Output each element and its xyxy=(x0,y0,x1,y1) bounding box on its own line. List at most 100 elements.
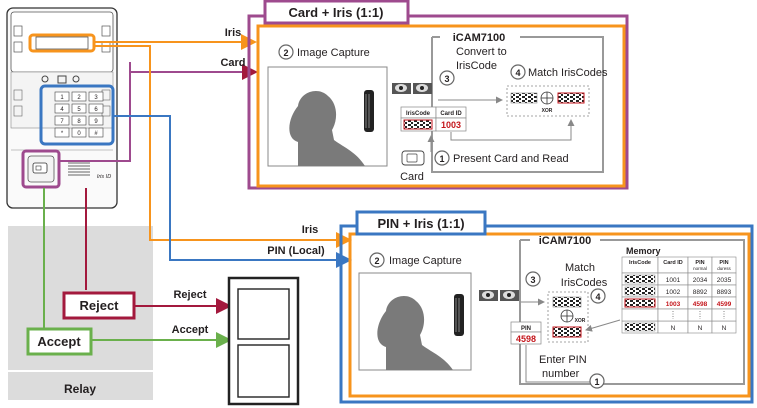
relay-label: Relay xyxy=(64,382,96,396)
keypad-key xyxy=(54,127,70,138)
keypad-key-label: # xyxy=(94,131,98,137)
eye-images-2 xyxy=(479,290,519,301)
keypad-key xyxy=(88,103,104,114)
camera-icon xyxy=(41,75,49,83)
iriscode-card-table: IrisCode Card ID 1003 xyxy=(400,106,467,132)
pin-local-arrow-label: PIN (Local) xyxy=(267,245,325,257)
memory-subheader: duress xyxy=(717,266,731,271)
keypad-key xyxy=(71,103,87,114)
iriscode-cell xyxy=(624,286,656,296)
iriscode-cell xyxy=(624,322,656,332)
keypad-key xyxy=(71,115,87,126)
keypad-key-label: 0 xyxy=(77,131,81,137)
iris-arrow-label: Iris xyxy=(225,27,242,39)
iris-camera-icon xyxy=(364,90,374,132)
keypad-key-label: 2 xyxy=(77,95,81,101)
eye-images xyxy=(392,83,432,94)
enter-pin-line1: Enter PIN xyxy=(539,354,587,366)
svg-text:Card ID: Card ID xyxy=(440,111,462,117)
enter-pin-line2: number xyxy=(542,368,580,380)
head-silhouette-2 xyxy=(377,296,453,370)
svg-text:XOR: XOR xyxy=(575,318,586,324)
svg-text:2: 2 xyxy=(374,256,379,266)
keypad: 1 2 3 4 5 6 7 8 9 * 0 # xyxy=(54,91,104,138)
memory-header: Card ID xyxy=(663,260,683,266)
keypad-key xyxy=(88,115,104,126)
accept-box-label: Accept xyxy=(37,334,81,349)
accept-arrow-label: Accept xyxy=(172,324,209,336)
pin-iris-step4-line1: Match xyxy=(565,262,595,274)
keypad-key xyxy=(54,115,70,126)
head-silhouette xyxy=(289,91,365,166)
keypad-key xyxy=(88,91,104,102)
pin-iris-panel: PIN + Iris (1:1) iCAM7100 2 Image Captur… xyxy=(339,210,754,404)
keypad-key xyxy=(54,91,70,102)
card-iris-step1: Present Card and Read xyxy=(453,153,569,165)
brand-logo: Iris ID xyxy=(97,174,111,180)
memory-header: PIN xyxy=(719,260,728,266)
reject-arrow-label: Reject xyxy=(173,289,206,301)
card-label: Card xyxy=(400,171,424,183)
keypad-key-label: 7 xyxy=(60,119,64,125)
memory-header: IrisCode xyxy=(629,260,651,266)
svg-text:PIN: PIN xyxy=(521,326,531,332)
svg-text:IrisCode: IrisCode xyxy=(406,111,431,117)
svg-text:1: 1 xyxy=(439,154,444,164)
keypad-key-label: 1 xyxy=(60,95,64,101)
memory-cell: 1003 xyxy=(666,301,681,308)
iriscode-cell xyxy=(624,274,656,284)
svg-text:4: 4 xyxy=(595,292,600,302)
memory-subheader: normal xyxy=(693,266,707,271)
svg-text:1: 1 xyxy=(594,377,599,387)
keypad-key-label: * xyxy=(61,131,64,137)
svg-text:4: 4 xyxy=(515,68,520,78)
keypad-key xyxy=(71,127,87,138)
memory-cell: 2035 xyxy=(717,277,732,284)
memory-cell: N xyxy=(698,325,703,332)
memory-cell: N xyxy=(722,325,727,332)
memory-cell: N xyxy=(671,325,676,332)
door-icon xyxy=(227,276,300,406)
keypad-key-label: 9 xyxy=(94,119,98,125)
svg-text:3: 3 xyxy=(530,275,535,285)
keypad-key xyxy=(54,103,70,114)
keypad-key-label: 5 xyxy=(77,107,81,113)
svg-text:XOR: XOR xyxy=(542,108,553,114)
card-iris-step4: Match IrisCodes xyxy=(528,67,608,79)
reject-box-label: Reject xyxy=(79,298,119,313)
card-reader-icon xyxy=(32,162,48,174)
iriscode-cell xyxy=(624,298,656,308)
pin-iris-title: PIN + Iris (1:1) xyxy=(377,216,464,231)
card-iris-step2: Image Capture xyxy=(297,47,370,59)
keypad-key-label: 3 xyxy=(94,95,98,101)
card-iris-step3-line2: IrisCode xyxy=(456,60,497,72)
memory-header: PIN xyxy=(695,260,704,266)
card-reader-highlight xyxy=(21,149,61,189)
card-arrow-label: Card xyxy=(220,57,245,69)
card-iris-icam-label: iCAM7100 xyxy=(453,32,506,44)
memory-cell: 4599 xyxy=(717,301,732,308)
memory-cell: 1002 xyxy=(666,289,681,296)
svg-text:3: 3 xyxy=(444,74,449,84)
keypad-key-label: 4 xyxy=(60,107,64,113)
iris-arrow-label-2: Iris xyxy=(302,224,319,236)
keypad-key-label: 8 xyxy=(77,119,81,125)
flow-arrows xyxy=(43,34,352,348)
memory-cell: 2034 xyxy=(693,277,708,284)
pin-iris-step4-line2: IrisCodes xyxy=(561,277,608,289)
iris-camera-icon-2 xyxy=(454,294,464,336)
reject-box: Reject xyxy=(62,291,136,320)
pin-value: 4598 xyxy=(516,334,536,344)
card-iris-step3-line1: Convert to xyxy=(456,46,507,58)
accept-box: Accept xyxy=(26,327,93,356)
card-iris-panel: Card + Iris (1:1) iCAM7100 2 Image Captu… xyxy=(247,0,629,190)
keypad-key-label: 6 xyxy=(94,107,98,113)
memory-cell: 1001 xyxy=(666,277,681,284)
memory-title: Memory xyxy=(626,246,661,256)
memory-cell: 4598 xyxy=(693,301,708,308)
pin-iris-icam-label: iCAM7100 xyxy=(539,235,592,247)
card-icon xyxy=(401,150,425,166)
memory-cell: 8893 xyxy=(717,289,732,296)
